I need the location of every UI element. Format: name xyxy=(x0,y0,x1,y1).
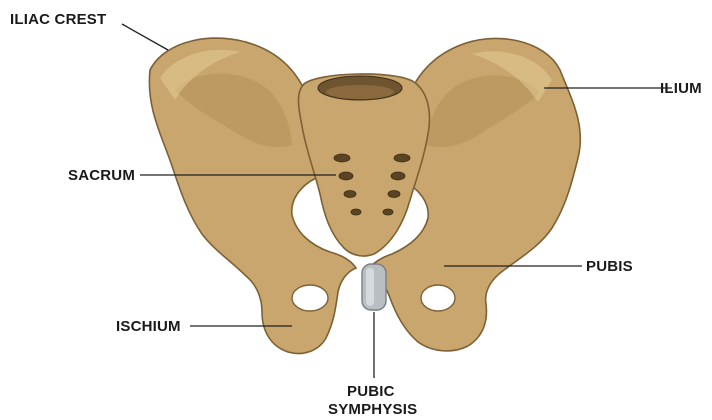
label-iliac-crest: ILIAC CREST xyxy=(10,11,106,28)
sacral-foramen xyxy=(344,191,356,198)
sacral-foramen xyxy=(391,172,405,180)
label-sacrum: SACRUM xyxy=(68,167,135,184)
sacral-foramen xyxy=(351,209,361,215)
label-pubic-symphysis-line1: PUBIC xyxy=(347,383,395,400)
leader-iliac-crest xyxy=(122,24,168,50)
label-ischium: ISCHIUM xyxy=(116,318,181,335)
label-pubic-symphysis-line2: SYMPHYSIS xyxy=(328,401,417,418)
sacral-promontory xyxy=(326,85,394,99)
sacral-foramen xyxy=(339,172,353,180)
sacrum-bone xyxy=(299,74,430,256)
label-pubis: PUBIS xyxy=(586,258,633,275)
sacral-foramen xyxy=(394,154,410,162)
left-obturator-foramen xyxy=(292,285,328,311)
right-obturator-foramen xyxy=(421,285,455,311)
sacral-foramen xyxy=(388,191,400,198)
sacrum-shape xyxy=(299,74,430,256)
label-ilium: ILIUM xyxy=(660,80,702,97)
cartilage-highlight xyxy=(366,268,374,306)
sacral-foramen xyxy=(383,209,393,215)
sacral-foramen xyxy=(334,154,350,162)
